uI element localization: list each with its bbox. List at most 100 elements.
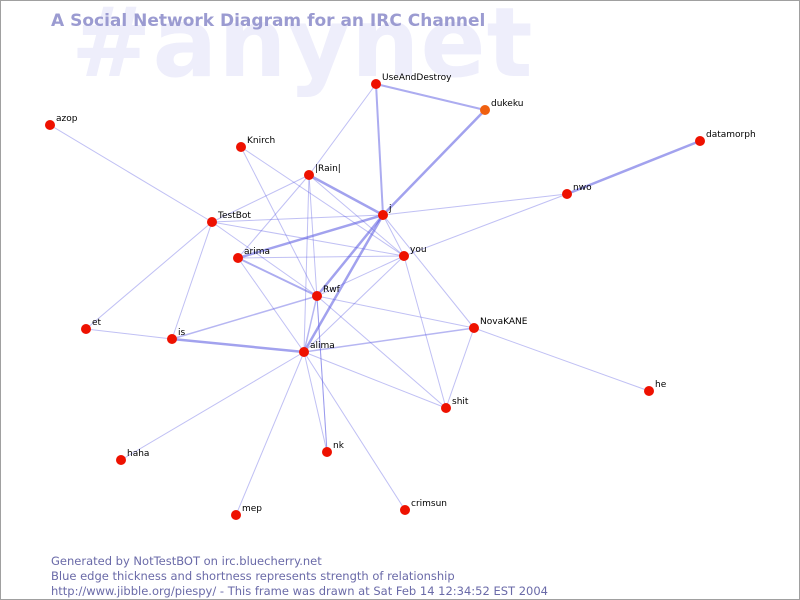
edge-arima-alima xyxy=(237,257,305,353)
edge-testbot-you xyxy=(211,221,405,257)
node-j[interactable]: j xyxy=(378,204,392,220)
node-dot-he[interactable] xyxy=(644,386,654,396)
edge-useanddestroy-rain xyxy=(308,83,377,176)
edge-novakane-shit xyxy=(445,327,475,409)
edge-j-novakane xyxy=(382,214,475,329)
edge-rain-nk xyxy=(308,174,328,453)
node-dot-alima[interactable] xyxy=(299,347,309,357)
edge-useanddestroy-dukeku xyxy=(375,83,486,111)
node-dot-azop[interactable] xyxy=(45,120,55,130)
edge-you-alima xyxy=(303,255,405,353)
node-useanddestroy[interactable]: UseAndDestroy xyxy=(371,73,452,89)
node-rain[interactable]: |Rain| xyxy=(304,164,341,180)
edge-datamorph-nwo xyxy=(565,139,702,196)
node-shit[interactable]: shit xyxy=(441,397,469,413)
node-crimsun[interactable]: crimsun xyxy=(400,499,447,515)
edge-alima-haha xyxy=(120,351,305,461)
node-azop[interactable]: azop xyxy=(45,114,78,130)
node-label-crimsun: crimsun xyxy=(411,499,447,509)
node-dot-novakane[interactable] xyxy=(469,323,479,333)
node-dot-rain[interactable] xyxy=(304,170,314,180)
edge-useanddestroy-j xyxy=(375,83,384,216)
edge-arima-you xyxy=(237,255,405,259)
node-dot-et[interactable] xyxy=(81,324,91,334)
node-alima[interactable]: alima xyxy=(299,341,335,357)
node-you[interactable]: you xyxy=(399,245,427,261)
edge-azop-testbot xyxy=(49,124,213,223)
node-dukeku[interactable]: dukeku xyxy=(480,99,523,115)
node-et[interactable]: et xyxy=(81,318,102,334)
node-mep[interactable]: mep xyxy=(231,504,262,520)
node-dot-rwf[interactable] xyxy=(312,291,322,301)
edge-rwf-shit xyxy=(316,295,447,409)
edge-testbot-is xyxy=(171,221,213,340)
edge-rwf-is xyxy=(171,295,318,340)
node-dot-useanddestroy[interactable] xyxy=(371,79,381,89)
node-label-useanddestroy: UseAndDestroy xyxy=(382,73,452,83)
node-label-rwf: Rwf xyxy=(323,285,341,295)
node-dot-you[interactable] xyxy=(399,251,409,261)
node-dot-mep[interactable] xyxy=(231,510,241,520)
edge-testbot-et xyxy=(85,221,213,330)
edge-knirch-you xyxy=(240,146,405,257)
node-dot-shit[interactable] xyxy=(441,403,451,413)
footer-info: Generated by NotTestBOT on irc.bluecherr… xyxy=(51,554,548,599)
edge-alima-is xyxy=(170,337,306,354)
edge-nwo-you xyxy=(403,193,568,257)
node-dot-arima[interactable] xyxy=(233,253,243,263)
node-label-nwo: nwo xyxy=(573,183,592,193)
node-label-dukeku: dukeku xyxy=(491,99,523,109)
edge-rain-testbot xyxy=(211,174,310,223)
node-label-you: you xyxy=(410,245,427,255)
edge-alima-novakane xyxy=(303,327,475,353)
edge-you-shit xyxy=(403,255,447,409)
edge-j-rwf xyxy=(315,213,385,298)
node-dot-crimsun[interactable] xyxy=(400,505,410,515)
node-dot-dukeku[interactable] xyxy=(480,105,490,115)
node-dot-knirch[interactable] xyxy=(236,142,246,152)
node-label-is: is xyxy=(178,328,186,338)
node-dot-nk[interactable] xyxy=(322,447,332,457)
node-dot-haha[interactable] xyxy=(116,455,126,465)
node-rwf[interactable]: Rwf xyxy=(312,285,341,301)
node-dot-is[interactable] xyxy=(167,334,177,344)
node-dot-nwo[interactable] xyxy=(562,189,572,199)
edge-dukeku-j xyxy=(381,108,487,217)
node-label-rain: |Rain| xyxy=(315,164,341,174)
node-dot-testbot[interactable] xyxy=(207,217,217,227)
node-dot-j[interactable] xyxy=(378,210,388,220)
node-arima[interactable]: arima xyxy=(233,247,270,263)
edge-rain-j xyxy=(307,173,385,217)
edges-layer xyxy=(49,83,702,516)
edge-alima-shit xyxy=(303,351,447,409)
edge-knirch-rwf xyxy=(240,146,318,297)
edge-rain-alima xyxy=(303,174,310,353)
footer-url-timestamp: http://www.jibble.org/piespy/ - This fra… xyxy=(51,584,548,598)
edge-rain-you xyxy=(308,174,405,257)
edge-arima-rwf xyxy=(237,257,318,297)
edge-novakane-he xyxy=(473,327,650,392)
node-datamorph[interactable]: datamorph xyxy=(695,130,756,146)
node-nk[interactable]: nk xyxy=(322,441,345,457)
node-label-shit: shit xyxy=(452,397,469,407)
footer-generated-by: Generated by NotTestBOT on irc.bluecherr… xyxy=(51,554,322,568)
node-label-datamorph: datamorph xyxy=(706,130,756,140)
node-knirch[interactable]: Knirch xyxy=(236,136,275,152)
node-label-et: et xyxy=(92,318,102,328)
node-label-nk: nk xyxy=(333,441,345,451)
node-haha[interactable]: haha xyxy=(116,449,149,465)
node-label-azop: azop xyxy=(56,114,78,124)
node-he[interactable]: he xyxy=(644,380,667,396)
node-dot-datamorph[interactable] xyxy=(695,136,705,146)
edge-rain-arima xyxy=(237,174,310,259)
edge-rwf-alima xyxy=(303,295,318,353)
node-testbot[interactable]: TestBot xyxy=(207,211,251,227)
node-is[interactable]: is xyxy=(167,328,186,344)
node-nwo[interactable]: nwo xyxy=(562,183,592,199)
diagram-title: A Social Network Diagram for an IRC Chan… xyxy=(51,11,486,31)
node-novakane[interactable]: NovaKANE xyxy=(469,317,528,333)
footer-legend-note: Blue edge thickness and shortness repres… xyxy=(51,569,455,583)
edge-rwf-nk xyxy=(316,295,328,453)
